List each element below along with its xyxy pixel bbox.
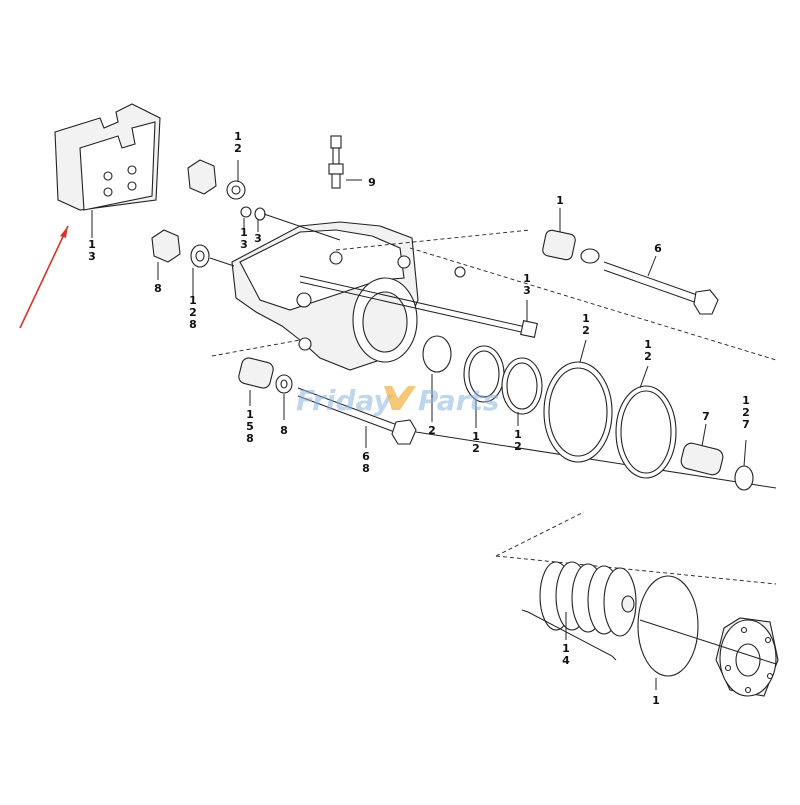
left-nut-washer-group [151, 229, 235, 268]
callout-leaders [157, 160, 747, 690]
spring-discs [539, 561, 637, 637]
callout-small-nut-b: 3 [254, 232, 262, 245]
callout-bottom-disc: 1 [652, 694, 660, 707]
bleeder-screw [328, 135, 362, 189]
brake-pad-assembly [54, 103, 161, 238]
svg-text:Friday: Friday [296, 384, 394, 417]
red-pointer-arrow [19, 225, 69, 329]
callout-top-right-bushing: 1 [556, 194, 564, 207]
top-nut-washer-group [187, 159, 341, 241]
caliper-body [231, 221, 419, 371]
callout-seal-small: 2 [428, 424, 436, 437]
callout-left-nut: 8 [154, 282, 162, 295]
watermark: Friday Parts [296, 384, 499, 417]
top-right-bolt-group [335, 229, 777, 361]
callout-bottom-washer: 8 [280, 424, 288, 437]
watermark-y-icon [384, 386, 416, 410]
svg-text:Parts: Parts [418, 384, 499, 417]
bottom-left-bolt-group [211, 339, 777, 489]
spring-pack-group [495, 511, 779, 697]
callout-top-right-bolt: 6 [654, 242, 662, 255]
long-bolt [299, 266, 538, 338]
piston-cap [715, 617, 779, 697]
callout-bleeder: 9 [368, 176, 376, 189]
piston-pin-group [680, 442, 754, 491]
seal-ring-set [422, 335, 677, 479]
callout-piston-pin: 7 [702, 410, 710, 423]
